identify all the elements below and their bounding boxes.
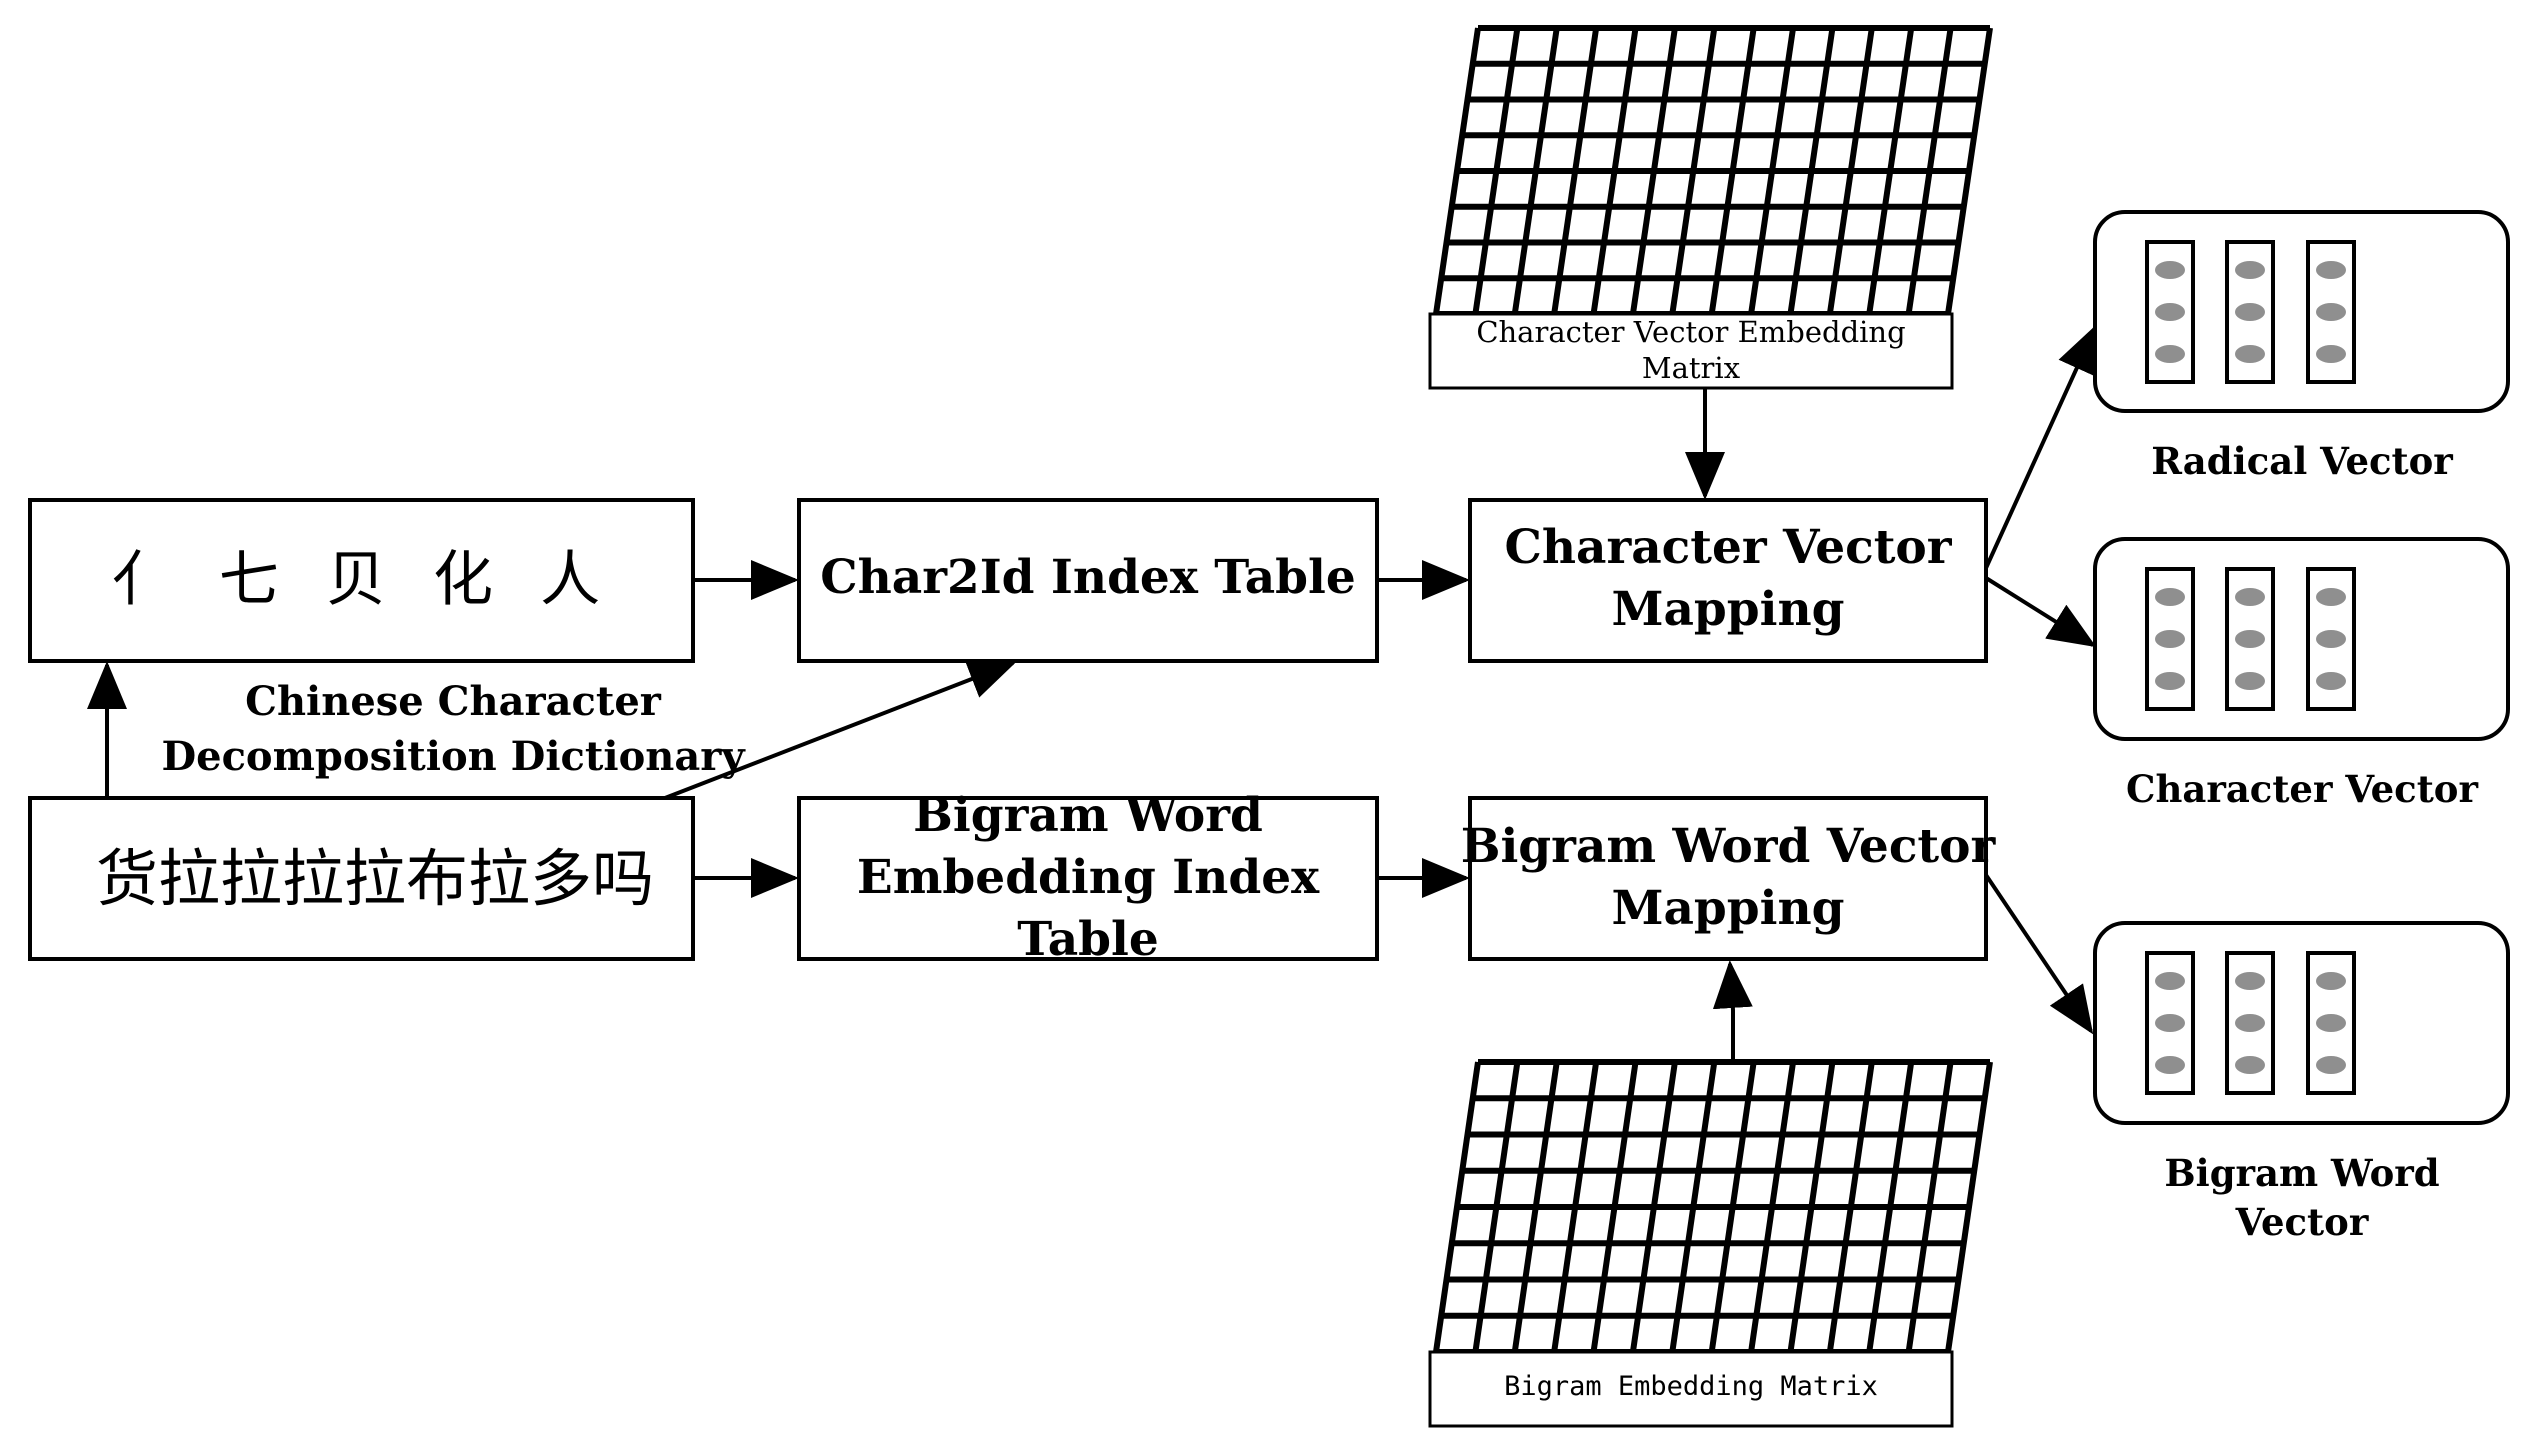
radicals-text: 亻 七 贝 化 人 [112, 545, 614, 615]
character-embedding-matrix-grid [1433, 25, 1993, 317]
vector-element-dot [2155, 588, 2185, 606]
character-embedding-matrix-caption: Character Vector Embedding Matrix [1428, 312, 1954, 390]
vector-element-dot [2235, 630, 2265, 648]
vector-element-dot [2316, 1014, 2346, 1032]
edge-sentence-to-char2id [664, 660, 1017, 800]
character-vector-mapping-box: Character Vector Mapping [1468, 498, 1988, 663]
bigram-mapping-line-1: Bigram Word Vector [1461, 819, 1997, 874]
bigram-word-vector-mapping-box: Bigram Word Vector Mapping [1461, 796, 1997, 961]
sentence-text: 货拉拉拉拉布拉多吗 [96, 842, 654, 915]
bigram-embedding-matrix-grid [1433, 1059, 1993, 1355]
vector-element-dot [2316, 630, 2346, 648]
vector-element-dot [2155, 972, 2185, 990]
vector-element-dot [2235, 1056, 2265, 1074]
edge-bigram-mapping-to-bigram-word-vector [1984, 873, 2094, 1035]
vector-element-dot [2316, 588, 2346, 606]
character-vector-panel: Character Vector [2093, 537, 2510, 811]
decomposition-label-line-2: Decomposition Dictionary [161, 733, 746, 780]
vector-element-dot [2235, 261, 2265, 279]
vector-element-dot [2235, 588, 2265, 606]
vector-element-dot [2155, 303, 2185, 321]
vector-element-dot [2316, 972, 2346, 990]
vector-element-dot [2316, 345, 2346, 363]
vector-element-dot [2155, 672, 2185, 690]
character-vector-label: Character Vector [2126, 767, 2478, 811]
char-matrix-caption-line-2: Matrix [1642, 351, 1740, 385]
bigram-matrix-caption: Bigram Embedding Matrix [1504, 1371, 1878, 1402]
sentence-box: 货拉拉拉拉布拉多吗 [28, 796, 695, 961]
vector-element-dot [2316, 1056, 2346, 1074]
char-matrix-caption-line-1: Character Vector Embedding [1476, 315, 1905, 349]
bigram-mapping-line-2: Mapping [1611, 881, 1844, 936]
bigram-index-line-3: Table [1017, 912, 1159, 967]
edge-char-mapping-to-radical-vector [1984, 324, 2097, 569]
vector-element-dot [2155, 1014, 2185, 1032]
char2id-label: Char2Id Index Table [820, 550, 1356, 605]
edge-char-mapping-to-character-vector [1984, 576, 2097, 648]
vector-element-dot [2235, 1014, 2265, 1032]
vector-element-dot [2155, 1056, 2185, 1074]
vector-element-dot [2155, 630, 2185, 648]
vector-element-dot [2316, 672, 2346, 690]
vector-element-dot [2155, 345, 2185, 363]
bigram-embedding-index-table-box: Bigram Word Embedding Index Table [797, 788, 1379, 967]
bigram-word-vector-label-line-1: Bigram Word [2164, 1151, 2439, 1195]
decomposition-label-line-1: Chinese Character [245, 678, 662, 725]
vector-element-dot [2235, 345, 2265, 363]
radicals-box: 亻 七 贝 化 人 [28, 498, 695, 663]
bigram-index-line-2: Embedding Index [857, 850, 1320, 905]
vector-element-dot [2235, 672, 2265, 690]
vector-element-dot [2155, 261, 2185, 279]
bigram-word-vector-panel: Bigram Word Vector [2093, 921, 2510, 1244]
bigram-index-line-1: Bigram Word [913, 788, 1263, 843]
char-mapping-line-2: Mapping [1611, 582, 1844, 637]
radical-vector-label: Radical Vector [2151, 439, 2453, 483]
vector-element-dot [2316, 303, 2346, 321]
bigram-embedding-matrix-caption: Bigram Embedding Matrix [1428, 1350, 1954, 1428]
char2id-index-table-box: Char2Id Index Table [797, 498, 1379, 663]
decomposition-dictionary-label: Chinese Character Decomposition Dictiona… [161, 678, 746, 780]
char-mapping-line-1: Character Vector [1504, 520, 1952, 575]
vector-element-dot [2235, 303, 2265, 321]
vector-element-dot [2316, 261, 2346, 279]
edge-bigram-matrix-to-bigram-mapping [1712, 960, 1753, 1060]
bigram-word-vector-label-line-2: Vector [2235, 1200, 2369, 1244]
radical-vector-panel: Radical Vector [2093, 210, 2510, 483]
vector-element-dot [2235, 972, 2265, 990]
